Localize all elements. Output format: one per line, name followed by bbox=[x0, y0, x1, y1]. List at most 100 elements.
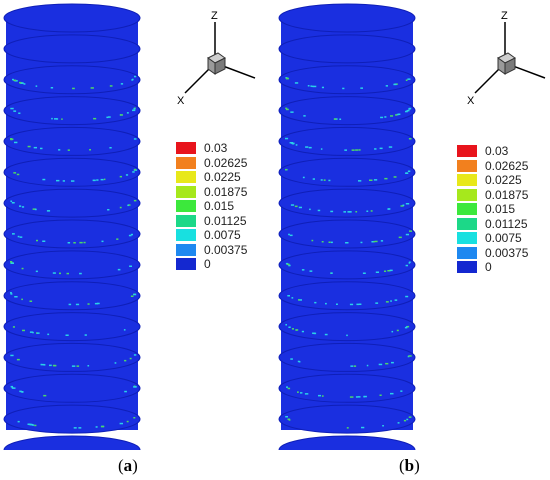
contour-speck bbox=[343, 211, 346, 213]
contour-speck bbox=[71, 180, 75, 182]
contour-speck bbox=[360, 241, 363, 244]
contour-speck bbox=[333, 118, 337, 120]
contour-speck bbox=[350, 365, 354, 367]
contour-speck bbox=[123, 329, 126, 331]
contour-speck bbox=[54, 118, 58, 120]
cylinder-rib bbox=[278, 281, 416, 311]
contour-speck bbox=[13, 110, 17, 112]
legend-label: 0.015 bbox=[204, 199, 235, 213]
contour-speck bbox=[400, 390, 403, 392]
cylinder-rib bbox=[3, 435, 141, 450]
contour-speck bbox=[357, 396, 361, 398]
contour-speck bbox=[362, 272, 366, 274]
contour-speck bbox=[56, 179, 60, 182]
contour-speck bbox=[93, 179, 96, 182]
cylinder-rib bbox=[278, 34, 416, 64]
contour-speck bbox=[23, 83, 26, 85]
contour-speck bbox=[20, 391, 24, 393]
contour-speck bbox=[321, 86, 324, 89]
contour-speck bbox=[321, 241, 324, 243]
legend-label: 0.0225 bbox=[485, 173, 522, 187]
contour-speck bbox=[10, 385, 13, 388]
contour-speck bbox=[128, 234, 132, 237]
contour-speck bbox=[405, 110, 408, 113]
contour-speck bbox=[133, 354, 137, 356]
legend-swatch bbox=[176, 258, 196, 270]
contour-speck bbox=[120, 83, 124, 85]
contour-speck bbox=[295, 144, 298, 146]
contour-speck bbox=[389, 269, 393, 272]
contour-speck bbox=[133, 108, 136, 110]
contour-speck bbox=[312, 178, 315, 180]
contour-speck bbox=[312, 85, 317, 88]
contour-speck bbox=[378, 363, 383, 366]
cylinder-rib bbox=[3, 373, 141, 403]
contour-speck bbox=[287, 295, 290, 297]
contour-speck bbox=[94, 302, 99, 305]
contour-speck bbox=[330, 272, 333, 274]
contour-speck bbox=[92, 179, 95, 182]
contour-speck bbox=[285, 324, 287, 326]
cylinder-rib bbox=[278, 250, 416, 280]
contour-speck bbox=[36, 332, 40, 334]
contour-speck bbox=[116, 238, 119, 240]
contour-speck bbox=[19, 236, 23, 238]
contour-speck bbox=[46, 210, 51, 212]
cylinder-rib bbox=[3, 312, 141, 342]
contour-speck bbox=[51, 117, 53, 120]
contour-speck bbox=[33, 146, 37, 149]
contour-speck bbox=[42, 240, 46, 242]
contour-speck bbox=[290, 204, 295, 206]
cylinder-rib bbox=[278, 312, 416, 342]
contour-speck bbox=[119, 175, 122, 178]
contour-speck bbox=[50, 87, 54, 89]
contour-speck bbox=[313, 332, 317, 335]
contour-speck bbox=[309, 208, 311, 211]
contour-speck bbox=[379, 147, 383, 150]
contour-speck bbox=[349, 303, 354, 306]
contour-speck bbox=[301, 269, 305, 271]
contour-speck bbox=[366, 364, 369, 367]
contour-speck bbox=[374, 240, 378, 243]
legend-label: 0.0075 bbox=[485, 231, 522, 245]
contour-speck bbox=[32, 331, 34, 334]
contour-speck bbox=[133, 138, 137, 140]
contour-speck bbox=[62, 180, 65, 182]
contour-speck bbox=[106, 116, 109, 119]
contour-speck bbox=[294, 82, 299, 84]
contour-speck bbox=[12, 233, 15, 235]
contour-speck bbox=[291, 297, 294, 299]
contour-speck bbox=[371, 241, 375, 243]
contour-speck bbox=[408, 416, 412, 418]
contour-speck bbox=[292, 143, 295, 145]
legend-swatch bbox=[457, 145, 477, 157]
contour-speck bbox=[379, 394, 382, 396]
contour-speck bbox=[68, 303, 72, 306]
contour-speck bbox=[21, 267, 24, 270]
contour-speck bbox=[72, 87, 75, 90]
legend-label: 0.02625 bbox=[204, 155, 248, 170]
cylinder-contour-plot bbox=[3, 3, 141, 450]
contour-speck bbox=[314, 301, 317, 304]
contour-speck bbox=[348, 211, 352, 213]
contour-speck bbox=[13, 172, 17, 174]
contour-speck bbox=[295, 329, 299, 331]
contour-speck bbox=[330, 210, 334, 213]
contour-speck bbox=[125, 174, 129, 176]
cylinder-contour-plot bbox=[278, 3, 416, 450]
contour-speck bbox=[325, 302, 327, 305]
contour-speck bbox=[291, 328, 294, 330]
legend-swatch bbox=[176, 200, 196, 212]
legend-swatch bbox=[176, 185, 196, 198]
contour-speck bbox=[288, 233, 290, 236]
cylinder-rib bbox=[278, 219, 416, 249]
contour-speck bbox=[407, 78, 411, 80]
legend-swatch bbox=[457, 188, 477, 201]
contour-speck bbox=[403, 419, 407, 422]
contour-speck bbox=[19, 81, 22, 84]
contour-speck bbox=[286, 77, 289, 80]
contour-speck bbox=[126, 420, 129, 423]
contour-speck bbox=[405, 79, 408, 81]
contour-speck bbox=[12, 326, 15, 328]
